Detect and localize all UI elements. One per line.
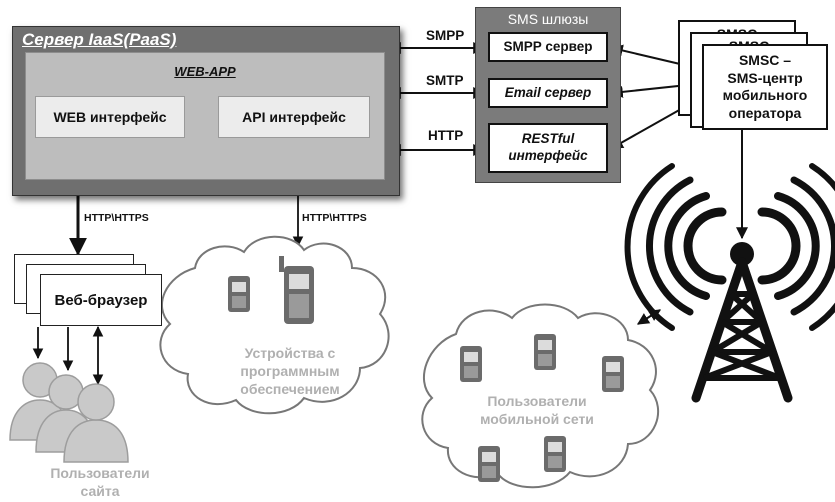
email-server-box: Email сервер: [488, 78, 608, 108]
mobile-users-line1: Пользователи: [487, 393, 587, 409]
smsc-card: SMSC – SMS-центр мобильного оператора: [702, 44, 828, 130]
restful-interface-box: RESTful интерфейс: [488, 123, 608, 173]
site-users-line1: Пользователи: [50, 465, 150, 481]
phone-icon: [544, 436, 566, 472]
api-interface-label: API интерфейс: [242, 109, 346, 125]
smsc-line2: SMS-центр: [727, 69, 803, 86]
web-app-title: WEB-APP: [174, 64, 236, 79]
restful-label-line1: RESTful: [521, 131, 575, 147]
phone-icon: [228, 276, 250, 312]
web-browser-label: Веб-браузер: [54, 291, 148, 309]
smpp-label: SMPP: [426, 28, 465, 43]
server-title: Сервер IaaS(PaaS): [22, 30, 177, 49]
http-label: HTTP: [428, 128, 464, 143]
phone-icon: [460, 346, 482, 382]
mobile-users-line2: мобильной сети: [480, 411, 594, 428]
phone-icon: [478, 446, 500, 482]
site-users-label: Пользователи сайта: [30, 464, 170, 500]
web-interface-box: WEB интерфейс: [35, 96, 185, 138]
users-icon: [9, 362, 129, 463]
devices-line1: Устройства с: [244, 345, 336, 361]
devices-cloud: [159, 235, 390, 415]
web-interface-label: WEB интерфейс: [53, 109, 167, 125]
smsc-line3: мобильного: [722, 87, 808, 103]
phone-icon: [534, 334, 556, 370]
smpp-server-label: SMPP сервер: [503, 38, 593, 54]
smtp-label: SMTP: [426, 73, 464, 88]
smsc-line1: SMSC –: [738, 52, 792, 68]
smsc-line4: оператора: [728, 104, 802, 121]
site-users-line2: сайта: [80, 483, 120, 500]
web-browser-box: Веб-браузер: [40, 274, 162, 326]
radio-tower-icon: [624, 163, 835, 403]
phone-icon: [602, 356, 624, 392]
http-https-label-right: HTTP\HTTPS: [302, 212, 367, 224]
email-server-label: Email сервер: [504, 84, 592, 100]
phone-icon: [279, 256, 314, 324]
devices-line3: обеспечением: [240, 381, 340, 398]
restful-label-line2: интерфейс: [508, 148, 588, 163]
sms-gateways-title: SMS шлюзы: [507, 11, 589, 27]
smpp-server-box: SMPP сервер: [488, 32, 608, 62]
devices-line2: программным: [240, 363, 340, 380]
http-https-label-left: HTTP\HTTPS: [84, 212, 149, 224]
devices-cloud-label: Устройства с программным обеспечением: [215, 344, 365, 399]
api-interface-box: API интерфейс: [218, 96, 370, 138]
mobile-users-label: Пользователи мобильной сети: [462, 392, 612, 428]
